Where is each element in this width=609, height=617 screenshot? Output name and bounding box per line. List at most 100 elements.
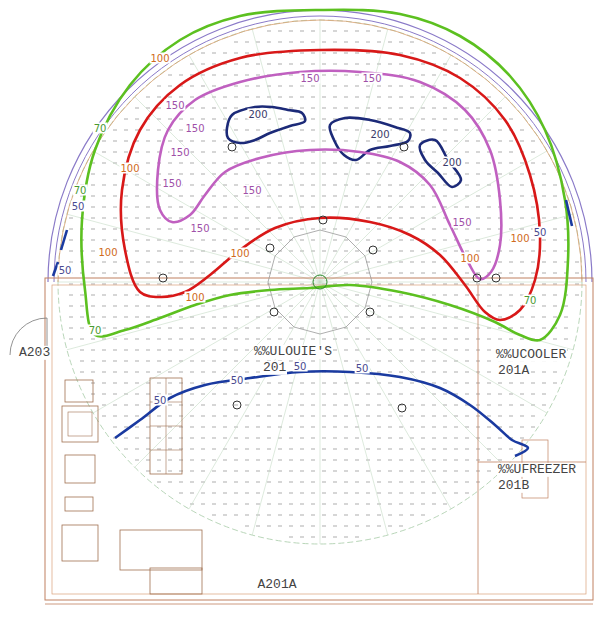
grid-mark <box>179 372 183 373</box>
grid-mark <box>212 427 216 428</box>
grid-mark <box>531 251 535 252</box>
grid-mark <box>432 449 436 450</box>
grid-mark <box>311 31 315 32</box>
grid-mark <box>289 86 293 87</box>
grid-mark <box>498 119 502 120</box>
grid-mark <box>498 416 502 417</box>
grid-mark <box>91 207 95 208</box>
grid-mark <box>300 427 304 428</box>
grid-mark <box>223 306 227 307</box>
grid-mark <box>179 306 183 307</box>
grid-mark <box>377 251 381 252</box>
grid-mark <box>410 449 414 450</box>
door-tag: A203 <box>18 346 51 360</box>
grid-mark <box>410 328 414 329</box>
grid-mark <box>102 229 106 230</box>
grid-mark <box>190 361 194 362</box>
grid-mark <box>289 328 293 329</box>
grid-mark <box>564 317 568 318</box>
grid-mark <box>289 438 293 439</box>
grid-mark <box>190 273 194 274</box>
grid-mark <box>267 449 271 450</box>
grid-mark <box>201 493 205 494</box>
grid-mark <box>399 174 403 175</box>
grid-mark <box>322 504 326 505</box>
grid-mark <box>388 471 392 472</box>
grid-mark <box>168 229 172 230</box>
grid-mark <box>487 350 491 351</box>
grid-mark <box>355 339 359 340</box>
grid-mark <box>443 339 447 340</box>
grid-mark <box>388 240 392 241</box>
grid-mark <box>256 460 260 461</box>
grid-mark <box>300 53 304 54</box>
grid-mark <box>278 196 282 197</box>
grid-mark <box>344 460 348 461</box>
isoline-value: 150 <box>164 100 185 111</box>
grid-mark <box>256 372 260 373</box>
grid-mark <box>454 108 458 109</box>
grid-mark <box>256 482 260 483</box>
grid-mark <box>432 53 436 54</box>
grid-mark <box>289 383 293 384</box>
grid-mark <box>201 141 205 142</box>
grid-mark <box>212 493 216 494</box>
grid-mark <box>267 438 271 439</box>
grid-mark <box>355 504 359 505</box>
grid-mark <box>322 317 326 318</box>
grid-mark <box>333 152 337 153</box>
grid-mark <box>410 493 414 494</box>
grid-mark <box>190 262 194 263</box>
grid-mark <box>421 229 425 230</box>
grid-mark <box>190 218 194 219</box>
grid-mark <box>432 372 436 373</box>
grid-mark <box>443 251 447 252</box>
grid-mark <box>421 119 425 120</box>
grid-mark <box>322 493 326 494</box>
grid-mark <box>311 328 315 329</box>
grid-mark <box>311 152 315 153</box>
grid-mark <box>443 240 447 241</box>
grid-mark <box>267 174 271 175</box>
grid-mark <box>355 361 359 362</box>
grid-mark <box>256 196 260 197</box>
grid-mark <box>113 427 117 428</box>
grid-mark <box>245 273 249 274</box>
grid-mark <box>432 119 436 120</box>
grid-mark <box>443 229 447 230</box>
radial-line <box>320 282 321 544</box>
grid-mark <box>465 97 469 98</box>
grid-mark <box>190 97 194 98</box>
dome-trim <box>58 20 582 282</box>
grid-mark <box>212 449 216 450</box>
grid-mark <box>531 372 535 373</box>
grid-mark <box>300 42 304 43</box>
grid-mark <box>190 196 194 197</box>
grid-mark <box>146 152 150 153</box>
grid-mark <box>487 262 491 263</box>
grid-mark <box>498 295 502 296</box>
grid-mark <box>443 317 447 318</box>
grid-mark <box>223 504 227 505</box>
grid-mark <box>322 141 326 142</box>
grid-mark <box>531 383 535 384</box>
grid-mark <box>135 185 139 186</box>
grid-mark <box>190 350 194 351</box>
grid-mark <box>212 328 216 329</box>
grid-mark <box>410 460 414 461</box>
grid-mark <box>322 229 326 230</box>
grid-mark <box>311 196 315 197</box>
grid-mark <box>289 97 293 98</box>
grid-mark <box>465 207 469 208</box>
grid-mark <box>168 240 172 241</box>
grid-mark <box>553 229 557 230</box>
grid-mark <box>212 306 216 307</box>
grid-mark <box>388 174 392 175</box>
grid-mark <box>311 185 315 186</box>
grid-mark <box>542 262 546 263</box>
grid-mark <box>388 482 392 483</box>
grid-mark <box>487 427 491 428</box>
grid-mark <box>124 295 128 296</box>
grid-mark <box>465 471 469 472</box>
grid-mark <box>157 339 161 340</box>
